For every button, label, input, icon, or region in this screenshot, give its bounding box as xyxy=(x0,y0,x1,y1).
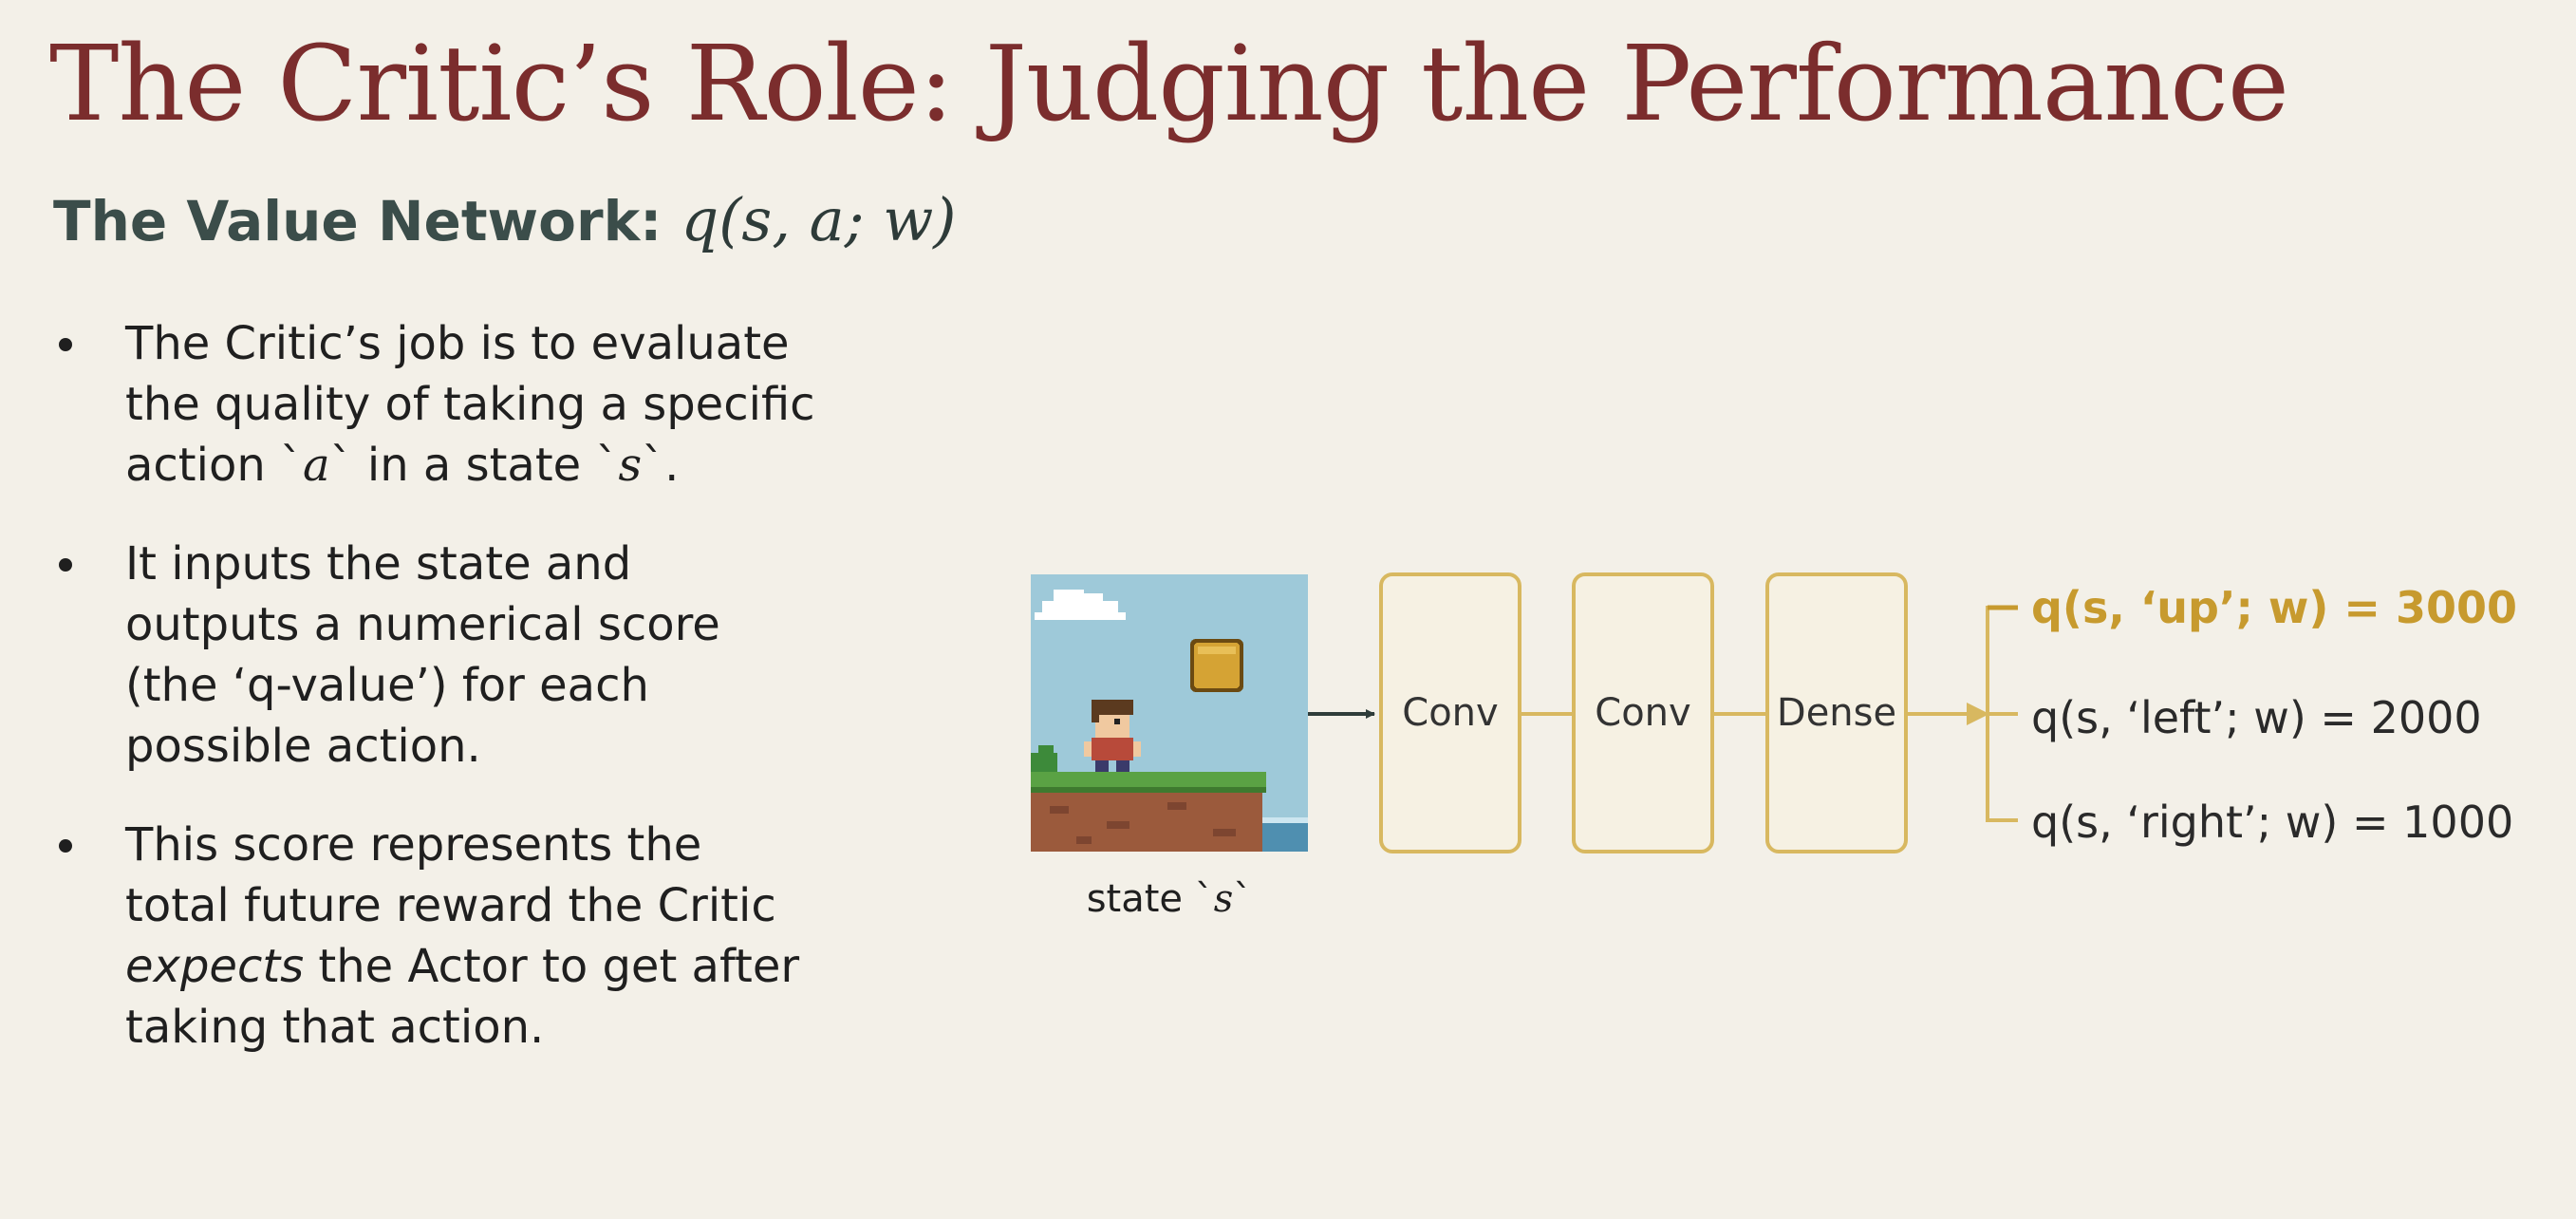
bullet-2-line-4: possible action. xyxy=(125,720,481,773)
bullet-2-line-3: (the ‘q-value’) for each xyxy=(125,659,649,712)
bullet-1-line-2: the quality of taking a specific xyxy=(125,378,815,431)
bullet-item-3: This score represents the total future r… xyxy=(49,815,904,1058)
bullet-2-line-2: outputs a numerical score xyxy=(125,598,720,651)
ground-dirt xyxy=(1031,783,1262,852)
layer-conv-2-label: Conv xyxy=(1595,691,1691,735)
bullet-list: The Critic’s job is to evaluate the qual… xyxy=(49,313,904,1096)
bullet-2-line-1: It inputs the state and xyxy=(125,537,632,591)
bullet-3-line-3-rest: the Actor to get after xyxy=(304,940,800,993)
bullet-3-line-4: taking that action. xyxy=(125,1001,545,1054)
output-bracket xyxy=(1986,606,2018,822)
layer-conv-1-label: Conv xyxy=(1402,691,1499,735)
game-state-image xyxy=(1031,574,1308,852)
bullet-1-var-s: s xyxy=(618,439,643,492)
state-caption-text: state ` xyxy=(1086,877,1214,921)
item-block-icon xyxy=(1190,639,1243,692)
layer-dense: Dense xyxy=(1765,572,1908,853)
layer-conv-1: Conv xyxy=(1379,572,1521,853)
cloud-icon xyxy=(1035,590,1126,620)
bullet-1-line-3: action `a` in a state `s`. xyxy=(125,435,904,496)
bullet-1-text-c: `. xyxy=(642,439,680,492)
state-caption: state `s` xyxy=(1031,875,1308,923)
bullet-3-line-3: expects the Actor to get after xyxy=(125,936,904,997)
bullet-1-text-a: action ` xyxy=(125,439,304,492)
state-caption-var: s xyxy=(1213,877,1234,921)
player-character-icon xyxy=(1084,700,1141,772)
bullet-1-text-b: ` in a state ` xyxy=(329,439,619,492)
subtitle-formula: q(s, a; w) xyxy=(681,185,957,254)
output-q-left: q(s, ‘left’; w) = 2000 xyxy=(2031,692,2482,743)
output-q-right: q(s, ‘right’; w) = 1000 xyxy=(2031,797,2514,848)
bullet-3-line-2: total future reward the Critic xyxy=(125,879,776,932)
layer-conv-2: Conv xyxy=(1572,572,1714,853)
subtitle-label: The Value Network: xyxy=(53,189,681,253)
slide-title: The Critic’s Role: Judging the Performan… xyxy=(49,23,2289,144)
bullet-item-2: It inputs the state and outputs a numeri… xyxy=(49,534,904,777)
bullet-3-emphasis: expects xyxy=(125,940,305,993)
bullet-3-line-1: This score represents the xyxy=(125,818,702,872)
state-caption-tick: ` xyxy=(1233,877,1253,921)
output-q-up: q(s, ‘up’; w) = 3000 xyxy=(2031,582,2517,633)
layer-dense-label: Dense xyxy=(1776,691,1897,735)
bullet-item-1: The Critic’s job is to evaluate the qual… xyxy=(49,313,904,496)
bullet-1-line-1: The Critic’s job is to evaluate xyxy=(125,317,790,370)
slide-subtitle: The Value Network: q(s, a; w) xyxy=(53,182,956,259)
bullet-1-var-a: a xyxy=(303,439,330,492)
